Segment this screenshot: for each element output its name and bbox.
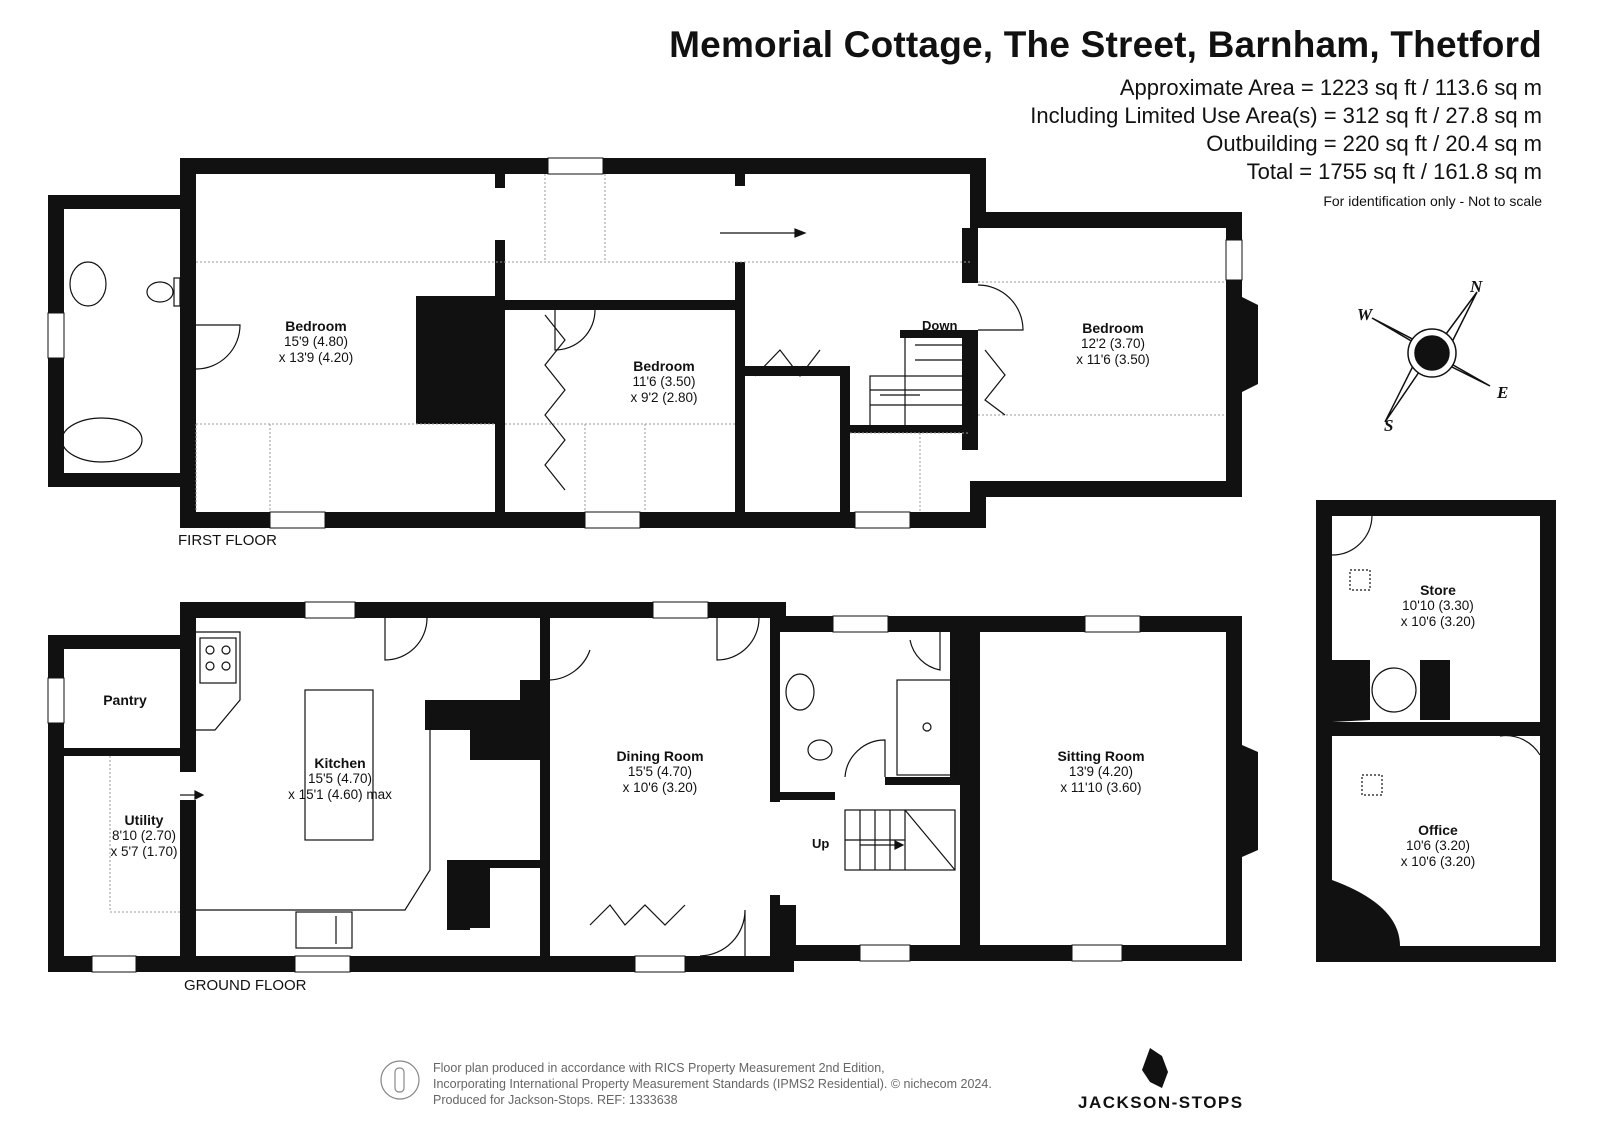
room-dimension: 13'9 (4.20) xyxy=(1068,764,1134,779)
total-area: Total = 1755 sq ft / 161.8 sq m xyxy=(1246,159,1542,184)
stairs-up-label: Up xyxy=(812,836,830,851)
room-dimension: 10'10 (3.30) xyxy=(1402,598,1474,613)
room-kitchen: Kitchen 15'5 (4.70) x 15'1 (4.60) max xyxy=(288,755,392,803)
first-floor-plan xyxy=(48,158,1258,528)
room-dimension: x 9'2 (2.80) xyxy=(630,390,698,405)
room-dimension: 8'10 (2.70) xyxy=(111,828,177,843)
footer-notes: Floor plan produced in accordance with R… xyxy=(433,1060,992,1108)
room-first-floor-bedroom-1: Bedroom 15'9 (4.80) x 13'9 (4.20) xyxy=(279,318,354,366)
room-dimension: x 13'9 (4.20) xyxy=(278,350,354,365)
room-utility: Utility 8'10 (2.70) x 5'7 (1.70) xyxy=(110,812,177,860)
ground-floor-plan xyxy=(48,602,1258,972)
first-floor-label: FIRST FLOOR xyxy=(178,532,277,549)
room-name: Dining Room xyxy=(616,748,704,764)
compass-east: E xyxy=(1497,383,1509,402)
limited-use-lines xyxy=(109,174,1226,913)
room-store: Store 10'10 (3.30) x 10'6 (3.20) xyxy=(1401,582,1476,630)
property-title: Memorial Cottage, The Street, Barnham, T… xyxy=(669,24,1542,65)
room-dimension: 15'5 (4.70) xyxy=(307,771,373,786)
room-name: Bedroom xyxy=(285,318,347,334)
footer-marks xyxy=(380,1060,420,1100)
approximate-area: Approximate Area = 1223 sq ft / 113.6 sq… xyxy=(1119,75,1542,100)
footer-line: Produced for Jackson-Stops. REF: 1333638 xyxy=(433,1093,678,1107)
compass-west: W xyxy=(1357,305,1373,324)
room-dimension: x 10'6 (3.20) xyxy=(1400,854,1476,869)
room-name: Pantry xyxy=(103,692,147,708)
compass-south: S xyxy=(1384,416,1394,435)
compass-rose xyxy=(1371,291,1491,423)
stairs-down-label: Down xyxy=(922,318,958,333)
room-dining-room: Dining Room 15'5 (4.70) x 10'6 (3.20) xyxy=(616,748,703,796)
room-sitting-room: Sitting Room 13'9 (4.20) x 11'10 (3.60) xyxy=(1057,748,1144,796)
room-office: Office 10'6 (3.20) x 10'6 (3.20) xyxy=(1401,822,1476,870)
room-dimension: 12'2 (3.70) xyxy=(1080,336,1146,351)
room-dimension: x 5'7 (1.70) xyxy=(110,844,178,859)
room-dimension: x 10'6 (3.20) xyxy=(622,780,698,795)
ground-floor-label: GROUND FLOOR xyxy=(184,977,307,994)
footer-line: Floor plan produced in accordance with R… xyxy=(433,1061,885,1075)
room-name: Sitting Room xyxy=(1057,748,1145,764)
room-name: Kitchen xyxy=(314,755,366,771)
room-first-floor-bedroom-2: Bedroom 11'6 (3.50) x 9'2 (2.80) xyxy=(630,358,697,406)
room-dimension: x 10'6 (3.20) xyxy=(1400,614,1476,629)
room-name: Bedroom xyxy=(1082,320,1144,336)
compass-north: N xyxy=(1470,277,1483,296)
room-dimension: x 15'1 (4.60) max xyxy=(288,787,392,802)
room-dimension: x 11'6 (3.50) xyxy=(1076,352,1150,367)
room-pantry: Pantry xyxy=(103,692,147,708)
room-dimension: 11'6 (3.50) xyxy=(632,374,696,389)
footer-line: Incorporating International Property Mea… xyxy=(433,1077,992,1091)
room-first-floor-bedroom-3: Bedroom 12'2 (3.70) x 11'6 (3.50) xyxy=(1076,320,1150,368)
fixtures xyxy=(61,228,1541,957)
outbuilding-plan xyxy=(1316,500,1556,962)
room-name: Utility xyxy=(124,812,164,828)
jackson-stops-logo xyxy=(1142,1048,1168,1088)
room-dimension: 15'5 (4.70) xyxy=(627,764,693,779)
room-dimension: 15'9 (4.80) xyxy=(283,334,349,349)
disclaimer: For identification only - Not to scale xyxy=(1323,193,1542,209)
room-name: Office xyxy=(1418,822,1458,838)
limited-use-area: Including Limited Use Area(s) = 312 sq f… xyxy=(1030,103,1542,128)
room-name: Store xyxy=(1420,582,1456,598)
outbuilding-area: Outbuilding = 220 sq ft / 20.4 sq m xyxy=(1206,131,1542,156)
room-dimension: 10'6 (3.20) xyxy=(1405,838,1471,853)
brand-name: JACKSON-STOPS xyxy=(1078,1093,1244,1112)
room-name: Bedroom xyxy=(633,358,695,374)
windows xyxy=(47,157,1243,973)
room-dimension: x 11'10 (3.60) xyxy=(1060,780,1142,795)
